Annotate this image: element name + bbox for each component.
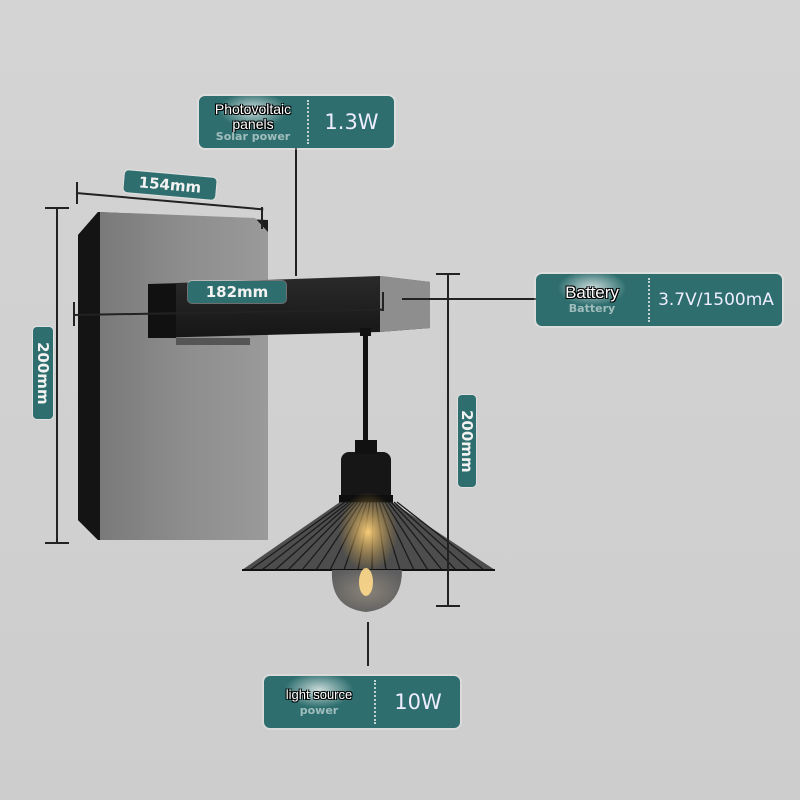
- battery-leader-line: [402, 298, 552, 300]
- backplate: [78, 212, 268, 540]
- left-height-line: [56, 208, 58, 543]
- left-height-tick-top: [45, 207, 69, 209]
- photovoltaic-callout: Photovoltaic panels Solar power 1.3W: [199, 96, 394, 148]
- light-source-callout: light source power 10W: [264, 676, 460, 728]
- battery-callout: Battery Battery 3.7V/1500mA: [536, 274, 782, 326]
- arm-length-value: 182mm: [205, 283, 269, 301]
- bulb: [331, 492, 402, 612]
- backplate-height-value: 200mm: [34, 341, 52, 405]
- drop-height-line: [447, 274, 449, 606]
- battery-ghost-label: Battery: [568, 302, 616, 315]
- photovoltaic-value: 1.3W: [324, 110, 379, 134]
- light-source-label: light source: [285, 687, 353, 702]
- drop-tick-bottom: [436, 605, 460, 607]
- photovoltaic-ghost-label: Solar power: [215, 129, 291, 143]
- width-tick-left: [76, 182, 78, 204]
- battery-label: Battery: [565, 283, 619, 302]
- battery-value: 3.7V/1500mA: [658, 290, 774, 310]
- width-tick-right: [261, 207, 263, 229]
- photovoltaic-label: Photovoltaic panels: [214, 100, 292, 132]
- arm-tick-left: [73, 302, 75, 326]
- light-leader-line: [367, 622, 369, 666]
- cord: [363, 330, 368, 442]
- backplate-height-tag: 200mm: [33, 327, 53, 419]
- drop-height-tag: 200mm: [458, 395, 476, 487]
- light-source-value: 10W: [394, 690, 442, 714]
- pv-leader-line: [295, 148, 297, 276]
- backplate-width-value: 154mm: [138, 173, 202, 197]
- light-source-ghost-label: power: [299, 704, 339, 717]
- drop-height-value: 200mm: [458, 409, 476, 473]
- left-height-tick-bottom: [45, 542, 69, 544]
- drop-tick-top: [436, 273, 460, 275]
- arm-tick-right: [382, 292, 384, 310]
- arm-length-tag: 182mm: [188, 281, 286, 303]
